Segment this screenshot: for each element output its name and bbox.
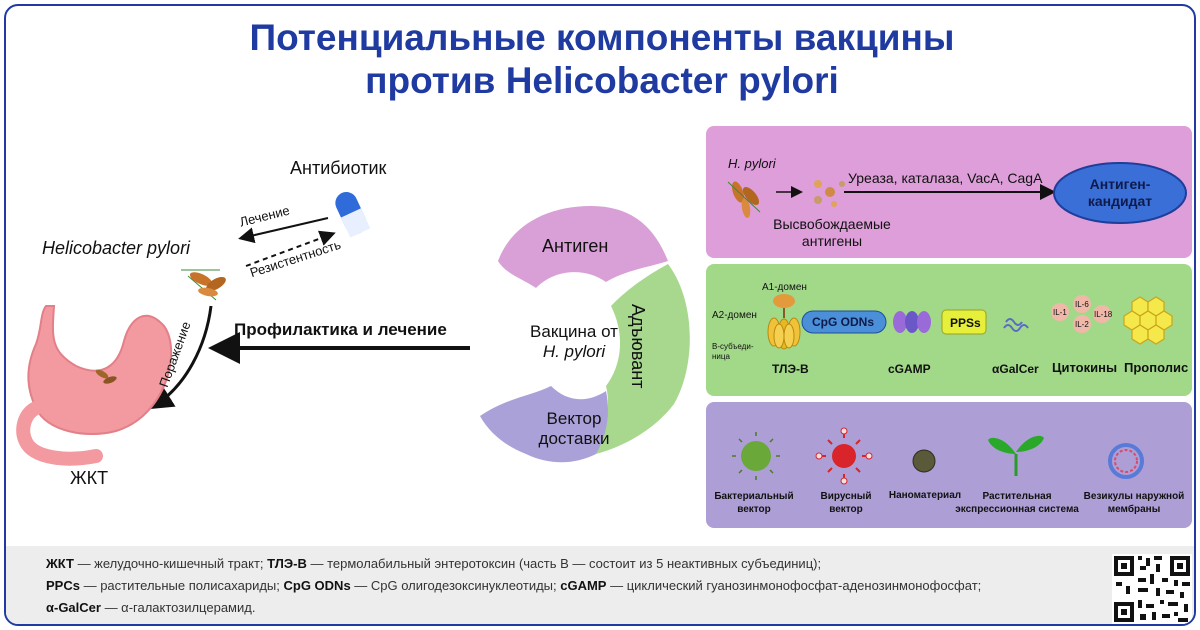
il6-label: IL-6: [1075, 300, 1089, 309]
bacterial-vector-label: Бактериальный вектор: [714, 491, 794, 515]
treatment-arrow: [238, 217, 329, 244]
bacterial-vector-icon: [732, 432, 780, 480]
footer-legend: ЖКТ — желудочно-кишечный тракт; ТЛЭ-В — …: [6, 546, 1194, 624]
adjuvant-panel-graphics: [767, 294, 1173, 350]
b-subunit-label: B-субъеди- ница: [712, 342, 754, 361]
a2-domain-label: A2-домен: [712, 310, 757, 321]
capsule-icon: [335, 192, 371, 238]
il18-label: IL-18: [1094, 310, 1113, 319]
viral-vector-label: Вирусный вектор: [820, 491, 872, 515]
cpg-odns-label: CpG ODNs: [812, 315, 875, 329]
released-antigens-icon: [814, 180, 845, 207]
footer-line-3: α-GalCer — α-галактозилцерамид.: [46, 600, 256, 615]
ltb-toxin-icon: [767, 294, 801, 350]
ltb-label: ТЛЭ-В: [772, 362, 809, 376]
released-antigens-label: Высвобождаемые антигены: [773, 216, 891, 249]
antigen-panel-graphics: [727, 162, 1187, 224]
infographic-frame: Потенциальные компоненты вакцины против …: [4, 4, 1196, 626]
cytokines-label: Цитокины: [1052, 360, 1118, 375]
nanomaterial-icon: [912, 449, 936, 473]
vaccine-center-label: Вакцина от H. pylori: [530, 322, 618, 361]
adjuvant-segment: [596, 264, 690, 454]
antibiotic-label: Антибиотик: [290, 158, 387, 178]
bacteria-icon: [727, 181, 761, 218]
bacteria-icon: [181, 269, 226, 301]
cpg-odns-badge: [801, 310, 887, 334]
propolis-honeycomb-icon: [1123, 296, 1173, 345]
il2-label: IL-2: [1075, 320, 1089, 329]
outer-membrane-vesicles-icon: [1108, 443, 1144, 479]
damage-arrow: [148, 305, 213, 410]
ppss-label: PPSs: [950, 316, 981, 330]
antigen-segment-label: Антиген: [542, 236, 609, 256]
vaccine-ring-graphics: [480, 206, 690, 463]
cytokines-icon: [1051, 295, 1111, 333]
omv-label: Везикулы наружной мембраны: [1083, 491, 1185, 515]
stomach-icon: [16, 305, 173, 466]
plant-system-label: Растительная экспрессионная система: [955, 491, 1079, 515]
antigen-segment: [498, 206, 668, 288]
page-title: Потенциальные компоненты вакцины против …: [6, 16, 1194, 102]
viral-vector-icon: [815, 427, 873, 485]
il1-label: IL-1: [1053, 308, 1067, 317]
plant-sprout-icon: [988, 435, 1044, 476]
cgamp-icon: [893, 311, 931, 333]
galcer-label: αGalCer: [992, 362, 1039, 376]
nanomaterial-label: Наноматериал: [888, 490, 962, 501]
vector-segment: [480, 386, 608, 463]
antigen-candidate-oval: [1053, 162, 1187, 224]
footer-line-1: ЖКТ — желудочно-кишечный тракт; ТЛЭ-В — …: [46, 556, 822, 571]
enzymes-label: Уреаза, каталаза, VacA, CagA: [848, 170, 1043, 186]
gi-tract-label: ЖКТ: [70, 468, 109, 488]
galcer-icon: [1003, 318, 1029, 332]
qr-code-icon[interactable]: [1112, 554, 1192, 624]
a1-domain-label: A1-домен: [762, 282, 807, 293]
footer-line-2: PPCs — растительные полисахариды; CpG OD…: [46, 578, 982, 593]
propolis-label: Прополис: [1124, 360, 1189, 375]
title-line-2: против Helicobacter pylori: [365, 60, 839, 101]
h-pylori-label: Helicobacter pylori: [42, 238, 191, 258]
vector-panel-graphics: [732, 427, 1144, 485]
antigen-candidate-label: Антиген- кандидат: [1087, 176, 1153, 209]
title-line-1: Потенциальные компоненты вакцины: [249, 17, 955, 58]
resistance-arrow: [245, 230, 336, 267]
vector-segment-label: Вектор доставки: [538, 409, 610, 448]
ppss-badge: [941, 309, 987, 335]
antigen-panel-h-pylori: H. pylori: [728, 156, 776, 171]
left-scheme-graphics: [16, 192, 470, 466]
prophylaxis-label: Профилактика и лечение: [234, 320, 447, 339]
cgamp-label: cGAMP: [888, 362, 931, 376]
